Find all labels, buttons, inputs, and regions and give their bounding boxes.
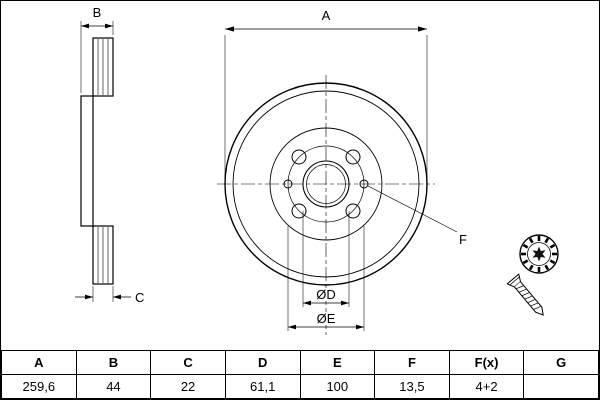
dim-b-label: B — [93, 5, 102, 20]
leader-line — [367, 185, 458, 233]
table-value-cell: 22 — [150, 374, 226, 399]
bolt-circle — [287, 145, 365, 223]
arrowhead — [81, 23, 89, 29]
table-value-cell: 44 — [75, 374, 152, 399]
screw-icon — [506, 234, 559, 316]
technical-drawing-canvas: B C — [75, 5, 559, 335]
table-value-cell: 61,1 — [224, 374, 301, 399]
screw-shank — [514, 281, 544, 316]
table-header-cell: D — [224, 350, 301, 375]
callout-f: F — [367, 185, 467, 247]
table-header-cell: F(x) — [448, 350, 525, 375]
friction-surface-circle — [232, 90, 420, 278]
arrowhead — [105, 23, 113, 29]
dimension-d: ØD — [302, 211, 350, 307]
side-view — [80, 37, 114, 285]
table-header-cell: C — [150, 350, 226, 375]
arrowhead — [225, 26, 234, 32]
dim-d-label: ØD — [316, 287, 336, 302]
table-header-cell: A — [1, 350, 77, 375]
bolt-hole — [291, 149, 307, 165]
table-value-cell: 100 — [299, 374, 376, 399]
label-mask — [311, 313, 341, 325]
center-bore-chamfer-circle — [306, 164, 346, 204]
dim-f-label: F — [459, 232, 467, 247]
torx-recess-icon — [532, 246, 546, 262]
table-header-cell: G — [523, 350, 599, 375]
table-header-cell: B — [75, 350, 152, 375]
screw-head-knurl — [521, 236, 557, 272]
screw-hole — [283, 179, 293, 189]
arrowhead — [113, 294, 121, 300]
table-header-row: A B C D E F F(x) G — [1, 350, 599, 375]
dimension-table: A B C D E F F(x) G 259,6 44 22 61,1 100 … — [1, 350, 599, 399]
bolt-hole — [345, 203, 361, 219]
bolt-hole — [291, 203, 307, 219]
table-value-row: 259,6 44 22 61,1 100 13,5 4+2 — [1, 374, 599, 399]
screw-threads — [515, 285, 542, 310]
screw-head-inner-circle — [527, 242, 551, 266]
dim-c-label: C — [135, 290, 144, 305]
front-view — [217, 75, 435, 335]
arrowhead — [303, 300, 311, 306]
dim-a-label: A — [322, 8, 331, 23]
bolt-hole — [345, 149, 361, 165]
screw-side-view — [506, 273, 544, 316]
arrowhead — [85, 294, 93, 300]
arrowhead — [418, 26, 427, 32]
center-bore-circle — [302, 160, 350, 208]
hub-circle — [269, 127, 383, 241]
arrowhead — [356, 324, 364, 330]
table-value-cell: 259,6 — [1, 374, 77, 399]
table-value-cell — [523, 374, 599, 399]
screw-head-line — [509, 276, 520, 286]
dimension-b: B — [80, 5, 114, 93]
dimension-a: A — [224, 8, 428, 182]
screw-hole — [359, 179, 369, 189]
arrowhead — [288, 324, 296, 330]
dim-e-label: ØE — [317, 311, 336, 326]
table-header-cell: E — [299, 350, 376, 375]
table-value-cell: 4+2 — [448, 374, 525, 399]
side-view-hat-wall — [80, 95, 94, 227]
disc-outer-circle — [224, 82, 428, 286]
table-header-cell: F — [374, 350, 450, 375]
dimension-e: ØE — [287, 226, 365, 331]
arrowhead — [341, 300, 349, 306]
table-value-cell: 13,5 — [374, 374, 450, 399]
label-mask — [311, 289, 341, 301]
dimension-c: C — [75, 286, 144, 305]
